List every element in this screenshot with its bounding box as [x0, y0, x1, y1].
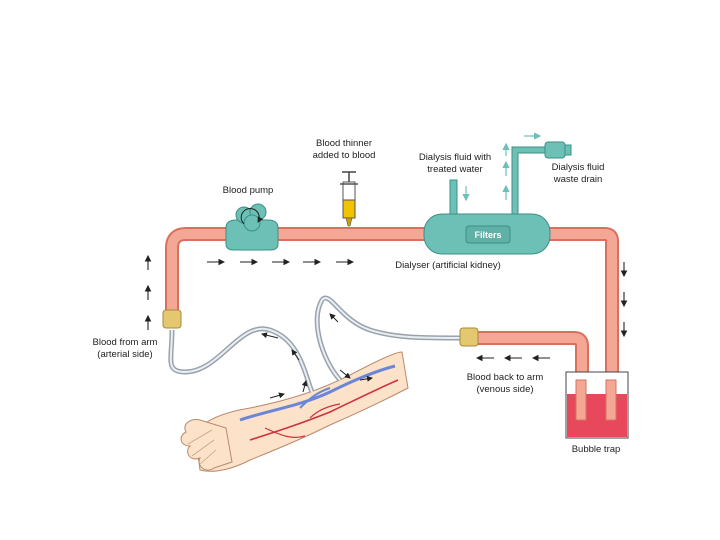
waste-drain-label-2: waste drain: [553, 174, 603, 185]
dialyser-label: Dialyser (artificial kidney): [395, 260, 501, 271]
filters-label: Filters: [474, 230, 501, 240]
flow-arrows: [144, 254, 628, 362]
blood-from-arm-label: Blood from arm: [93, 337, 158, 348]
bubble-trap: [565, 371, 629, 439]
dialyser: Filters: [423, 141, 572, 255]
waste-drain-label: Dialysis fluid: [552, 162, 605, 173]
artery: [249, 379, 399, 441]
blood-pump-label: Blood pump: [223, 185, 274, 196]
syringe-icon: [340, 171, 358, 227]
dialysate-flow-arrows: [462, 132, 542, 202]
blood-pump[interactable]: [225, 203, 279, 251]
main-blood-tube: [165, 227, 619, 408]
dialysis-fluid-label: Dialysis fluid with: [419, 152, 491, 163]
blood-from-arm-label-2: (arterial side): [97, 349, 152, 360]
dialysis-fluid-label-2: treated water: [427, 164, 482, 175]
bubble-trap-label: Bubble trap: [572, 444, 621, 455]
pump-rotation-icon: [240, 207, 264, 225]
venous-connector: [459, 327, 479, 347]
arm: [180, 351, 409, 472]
blood-thinner-label-2: added to blood: [313, 150, 376, 161]
blood-back-label-2: (venous side): [476, 384, 533, 395]
arterial-connector: [162, 309, 182, 329]
hand: [180, 419, 233, 471]
blood-thinner-label: Blood thinner: [316, 138, 372, 149]
arm-flow-arrows: [261, 313, 373, 399]
vein: [239, 364, 396, 422]
blood-back-label: Blood back to arm: [467, 372, 544, 383]
